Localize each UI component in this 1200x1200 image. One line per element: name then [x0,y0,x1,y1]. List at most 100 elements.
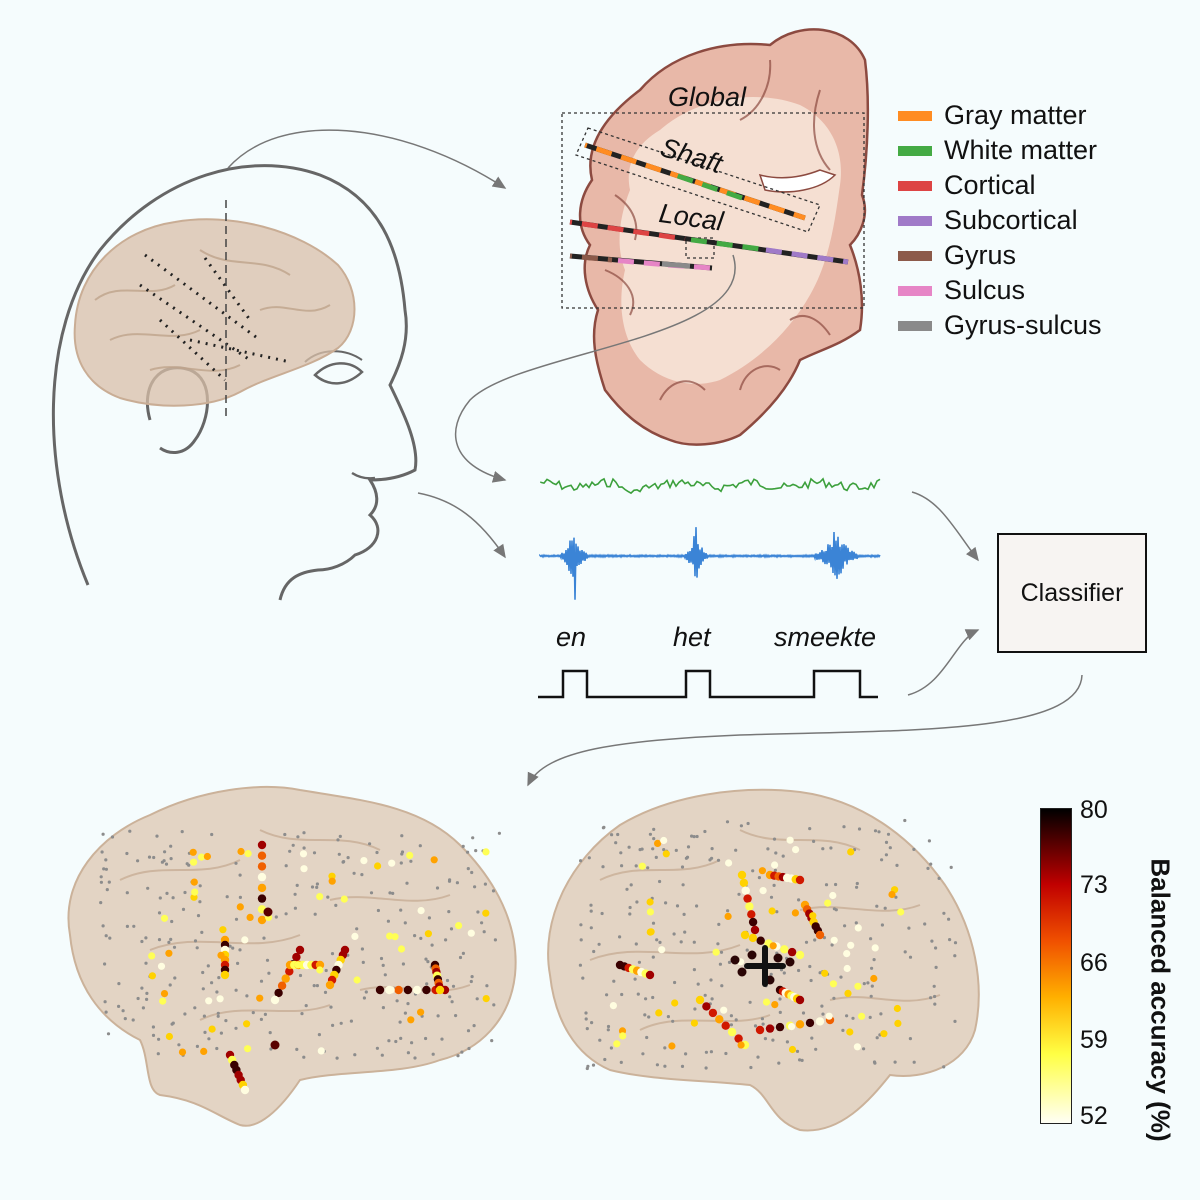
electrode-contact-gray [862,982,866,986]
electrode-contact [638,862,646,870]
electrode-contact [809,912,817,920]
electrode-contact-dark [737,967,747,977]
electrode-contact [780,945,789,954]
local-box [685,237,715,259]
legend-label: Gray matter [944,100,1087,130]
electrode-contact-gray [475,997,479,1001]
electrode-contact-gray [875,1036,879,1040]
electrode-contact-gray [620,864,624,868]
electrode-contact-gray [937,876,941,881]
electrode-contact [762,998,771,1006]
electrode-contact-gray [926,866,930,871]
electrode-contact-gray [893,1060,897,1064]
electrode-contact [160,914,169,922]
electrode-contact-gray [335,1056,339,1060]
electrode-contact [658,946,666,954]
electrode-contact [771,1001,779,1009]
colorbar-tick: 52 [1080,1102,1108,1130]
global-box [561,112,865,309]
electrode-contact [178,1048,187,1056]
electrode-contact-gray [579,923,583,927]
electrode-contact-gray [693,1007,697,1011]
electrode-contact [274,988,283,998]
electrode-contact [734,1034,743,1043]
electrode-contact-gray [605,993,609,997]
electrode-contact-gray [629,883,633,887]
electrode-contact-gray [934,965,938,970]
electrode-contact-gray [718,962,723,966]
electrode-contact-gray [633,977,637,981]
electrode-contact [853,1043,862,1051]
colorbar-tick: 59 [1080,1026,1108,1054]
electrode-contact [197,853,206,861]
electrode-contact-gray [426,960,430,964]
electrode-contact-gray [376,908,380,913]
electrode-contact-gray [710,997,714,1001]
electrode-contact [467,929,475,937]
legend-swatch [898,320,932,331]
electrode-contact-gray [671,1019,675,1023]
electrode-contact-gray [341,860,345,864]
electrode-contact-gray [655,1063,660,1067]
electrode-contact-gray [360,873,364,877]
electrode-contact [747,910,756,919]
arrow-classifier-to-brains [527,674,1083,787]
white-matter [619,97,841,384]
electrode-contact-gray [302,1055,306,1059]
electrode-contact-gray [749,1065,753,1070]
electrode-contact-gray [908,1037,913,1041]
electrode-contact-gray [872,958,876,962]
electrode-contact-gray [584,1017,588,1021]
electrode-contact [148,952,156,960]
electrode-contact-gray [110,835,115,839]
legend-label: Gyrus [944,240,1017,270]
electrode-contact-gray [581,976,585,980]
electrode-contact [843,964,851,973]
colorbar-tick: 66 [1080,949,1108,977]
legend-item-gyrus: Gyrus [898,238,1102,273]
electrode-contact-gray [447,879,452,883]
electrode-contact-gray [451,984,456,988]
electrode-contact-dark [730,955,740,965]
electrode-contact-gray [636,992,640,996]
electrode-contact [203,852,211,861]
electrode-contact-gray [709,1050,714,1054]
electrode-contact-gray [726,909,730,913]
colorbar [1040,808,1072,1124]
electrode-contact-gray [144,936,148,940]
electrode-contact-gray [449,927,454,931]
electrode-contact-gray [493,938,497,942]
electrode-contact [295,945,305,955]
electrode-contact-gray [680,1064,685,1068]
electrode-contact-gray [686,845,691,849]
electrode-contact [240,1085,250,1095]
legend-swatch [898,110,932,121]
electrode-contact-gray [869,937,873,941]
electrode-contact [727,1027,737,1037]
electrode-contact-gray [587,856,591,860]
electrode-contact-gray [169,857,173,861]
electrode-contact-gray [458,955,463,960]
electrode-contact-gray [155,834,159,838]
electrode-contact-gray [460,1050,464,1054]
electrode-contact-gray [201,970,205,975]
electrode-contact-gray [674,848,678,853]
electrode-contact [795,995,805,1005]
electrode-contact-gray [151,1025,155,1029]
electrode-contact-gray [734,848,738,852]
electrode-contact [654,839,662,848]
electrode-contact-gray [862,1047,866,1051]
electrode-contact-gray [627,845,631,849]
electrode-contact-gray [942,911,946,915]
electrode-contact-gray [177,1043,181,1047]
electrode-contact-gray [231,946,235,950]
electrode-contact-gray [259,1017,263,1022]
electrode-contact-gray [895,863,899,868]
electrode-contact-gray [869,994,873,998]
electrode-contact-gray [704,1050,709,1054]
electrode-contact-gray [635,900,639,904]
electrode-contact-gray [647,1015,651,1019]
neural-signal-trace [540,477,881,495]
electrode-contact-gray [751,869,755,873]
electrode-contact-gray [774,851,778,855]
